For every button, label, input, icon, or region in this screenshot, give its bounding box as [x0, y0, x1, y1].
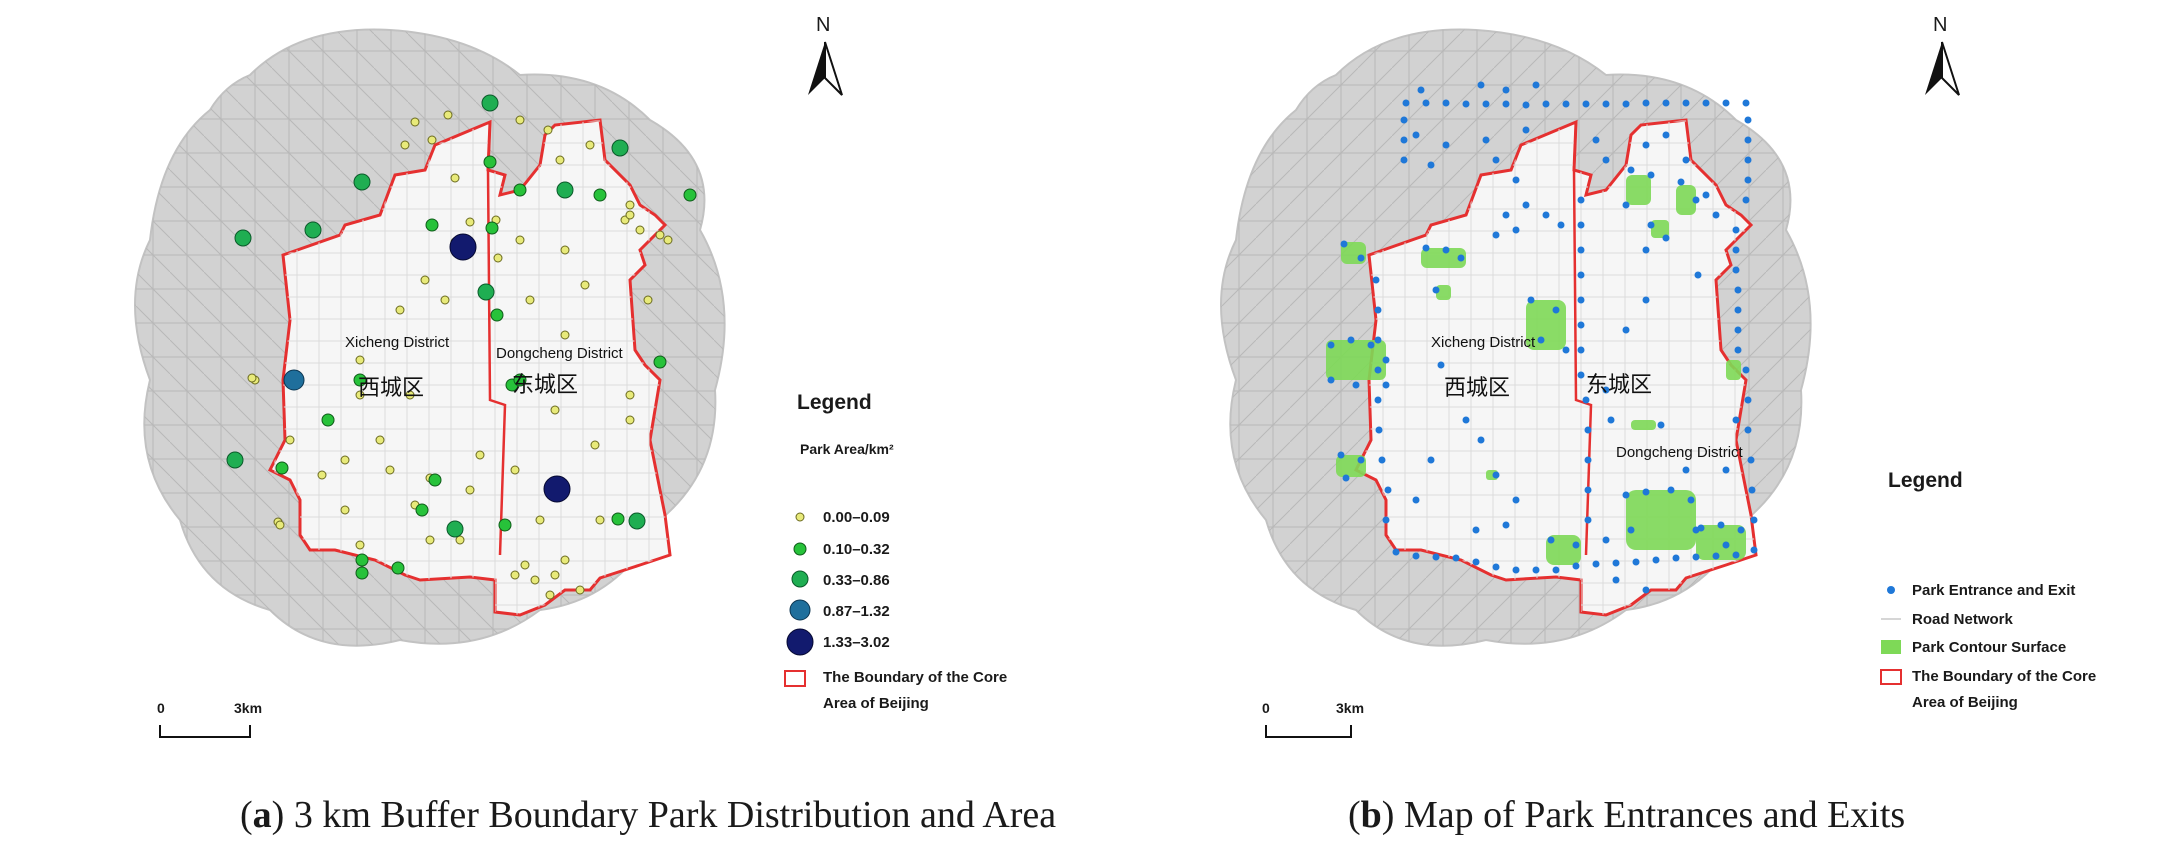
caption-b: (b) Map of Park Entrances and Exits: [1348, 794, 1906, 836]
scale-bar-a: [159, 725, 251, 738]
xicheng-label-en-b: Xicheng District: [1431, 334, 1536, 351]
legend-item-b-4: The Boundary of the Core: [1912, 668, 2097, 685]
scale-dist-b: 3km: [1336, 700, 1365, 716]
park-points-xxl-a: [449, 233, 571, 503]
caption-letter-a: a: [252, 794, 272, 836]
north-arrow-icon-b: [1925, 41, 1960, 96]
park-points-small-a: [247, 110, 673, 600]
legend-item-a-5: 1.33–3.02: [823, 634, 890, 651]
dongcheng-label-cn-b: 东城区: [1586, 373, 1652, 398]
scale-zero-b: 0: [1262, 700, 1270, 716]
xicheng-label-cn-b: 西城区: [1444, 376, 1510, 401]
legend-title-a: Legend: [797, 391, 872, 414]
park-entrance-points-b: [1327, 81, 1758, 594]
legend-title-b: Legend: [1888, 469, 1963, 492]
caption-letter-b: b: [1360, 794, 1382, 836]
dongcheng-label-cn-a: 东城区: [512, 373, 578, 398]
scale-dist-a: 3km: [234, 700, 263, 716]
caption-text-a: 3 km Buffer Boundary Park Distribution a…: [284, 794, 1057, 836]
legend-subtitle-a: Park Area/km²: [800, 441, 894, 457]
legend-item-b-5: Area of Beijing: [1912, 694, 2018, 711]
legend-symbols-a: [784, 512, 814, 687]
park-points-medium-a: [275, 155, 697, 580]
park-points-large-a: [226, 94, 646, 538]
legend-item-b-2: Road Network: [1912, 611, 2013, 628]
caption-a: (a) 3 km Buffer Boundary Park Distributi…: [240, 794, 1057, 836]
map-b-canvas[interactable]: Xicheng District 西城区 东城区 Dongcheng Distr…: [1086, 0, 2172, 853]
panel-b-park-entrances: Xicheng District 西城区 东城区 Dongcheng Distr…: [1086, 0, 2172, 853]
legend-symbols-b: [1880, 586, 1902, 685]
legend-item-a-1: 0.00–0.09: [823, 509, 890, 526]
map-a-canvas[interactable]: Xicheng District 西城区 Dongcheng District …: [0, 0, 1086, 853]
xicheng-label-en-a: Xicheng District: [345, 334, 450, 351]
scale-zero-a: 0: [157, 700, 165, 716]
caption-text-b: Map of Park Entrances and Exits: [1394, 794, 1906, 836]
north-arrow-icon-a: [808, 41, 843, 96]
district-divide-b: [1572, 121, 1593, 556]
legend-boundary-a-1: The Boundary of the Core: [823, 669, 1008, 686]
dongcheng-label-en-a: Dongcheng District: [496, 345, 624, 362]
dongcheng-label-en-b: Dongcheng District: [1616, 444, 1744, 461]
legend-item-a-2: 0.10–0.32: [823, 541, 890, 558]
legend-item-a-4: 0.87–1.32: [823, 603, 890, 620]
north-label-a: N: [816, 14, 831, 36]
park-point-xl-a: [283, 369, 305, 391]
legend-boundary-a-2: Area of Beijing: [823, 695, 929, 712]
legend-item-b-1: Park Entrance and Exit: [1912, 582, 2076, 599]
district-divide-a: [486, 121, 507, 556]
panel-a-park-distribution: Xicheng District 西城区 Dongcheng District …: [0, 0, 1086, 853]
legend-item-a-3: 0.33–0.86: [823, 572, 890, 589]
xicheng-label-cn-a: 西城区: [358, 376, 424, 401]
north-label-b: N: [1933, 14, 1948, 36]
legend-item-b-3: Park Contour Surface: [1912, 639, 2067, 656]
park-surfaces-b: [1326, 175, 1746, 565]
scale-bar-b: [1265, 725, 1352, 738]
